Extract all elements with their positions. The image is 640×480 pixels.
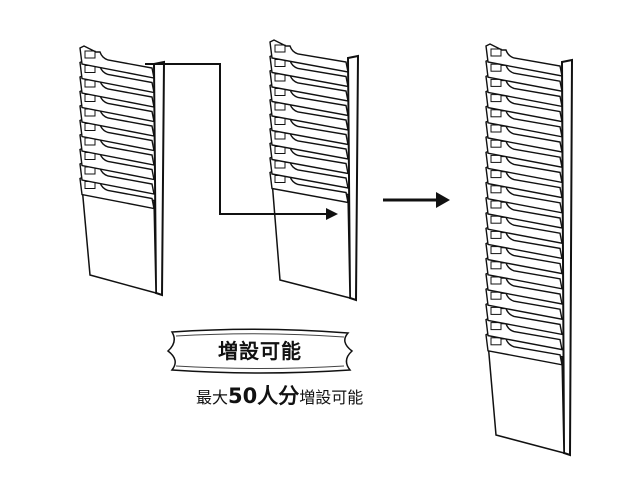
rack-back-panel [346, 54, 360, 302]
expandable-banner: 増設可能 [165, 330, 355, 372]
rack-pocket [269, 39, 349, 73]
capacity-caption: 最大50人分増設可能 [196, 380, 363, 410]
result-arrowhead [436, 192, 450, 208]
rack-back-panel [152, 60, 166, 297]
pocket-label-window [274, 44, 286, 53]
banner-label: 増設可能 [218, 339, 302, 363]
pocket-label-window [490, 48, 502, 57]
rack-pocket [79, 45, 155, 79]
caption-prefix: 最大 [196, 388, 229, 407]
caption-suffix: 増設可能 [299, 388, 364, 407]
rack-pocket [485, 43, 563, 77]
banner-frame [166, 328, 354, 374]
pocket-label-window [84, 50, 96, 59]
connector-arrowhead [326, 208, 338, 220]
single-rack-left [79, 45, 166, 297]
caption-highlight: 50人分 [228, 384, 300, 408]
single-rack-middle [269, 39, 360, 302]
combined-rack-right [485, 43, 574, 457]
rack-back-panel [560, 58, 574, 457]
connector-arrow-line [145, 63, 330, 215]
